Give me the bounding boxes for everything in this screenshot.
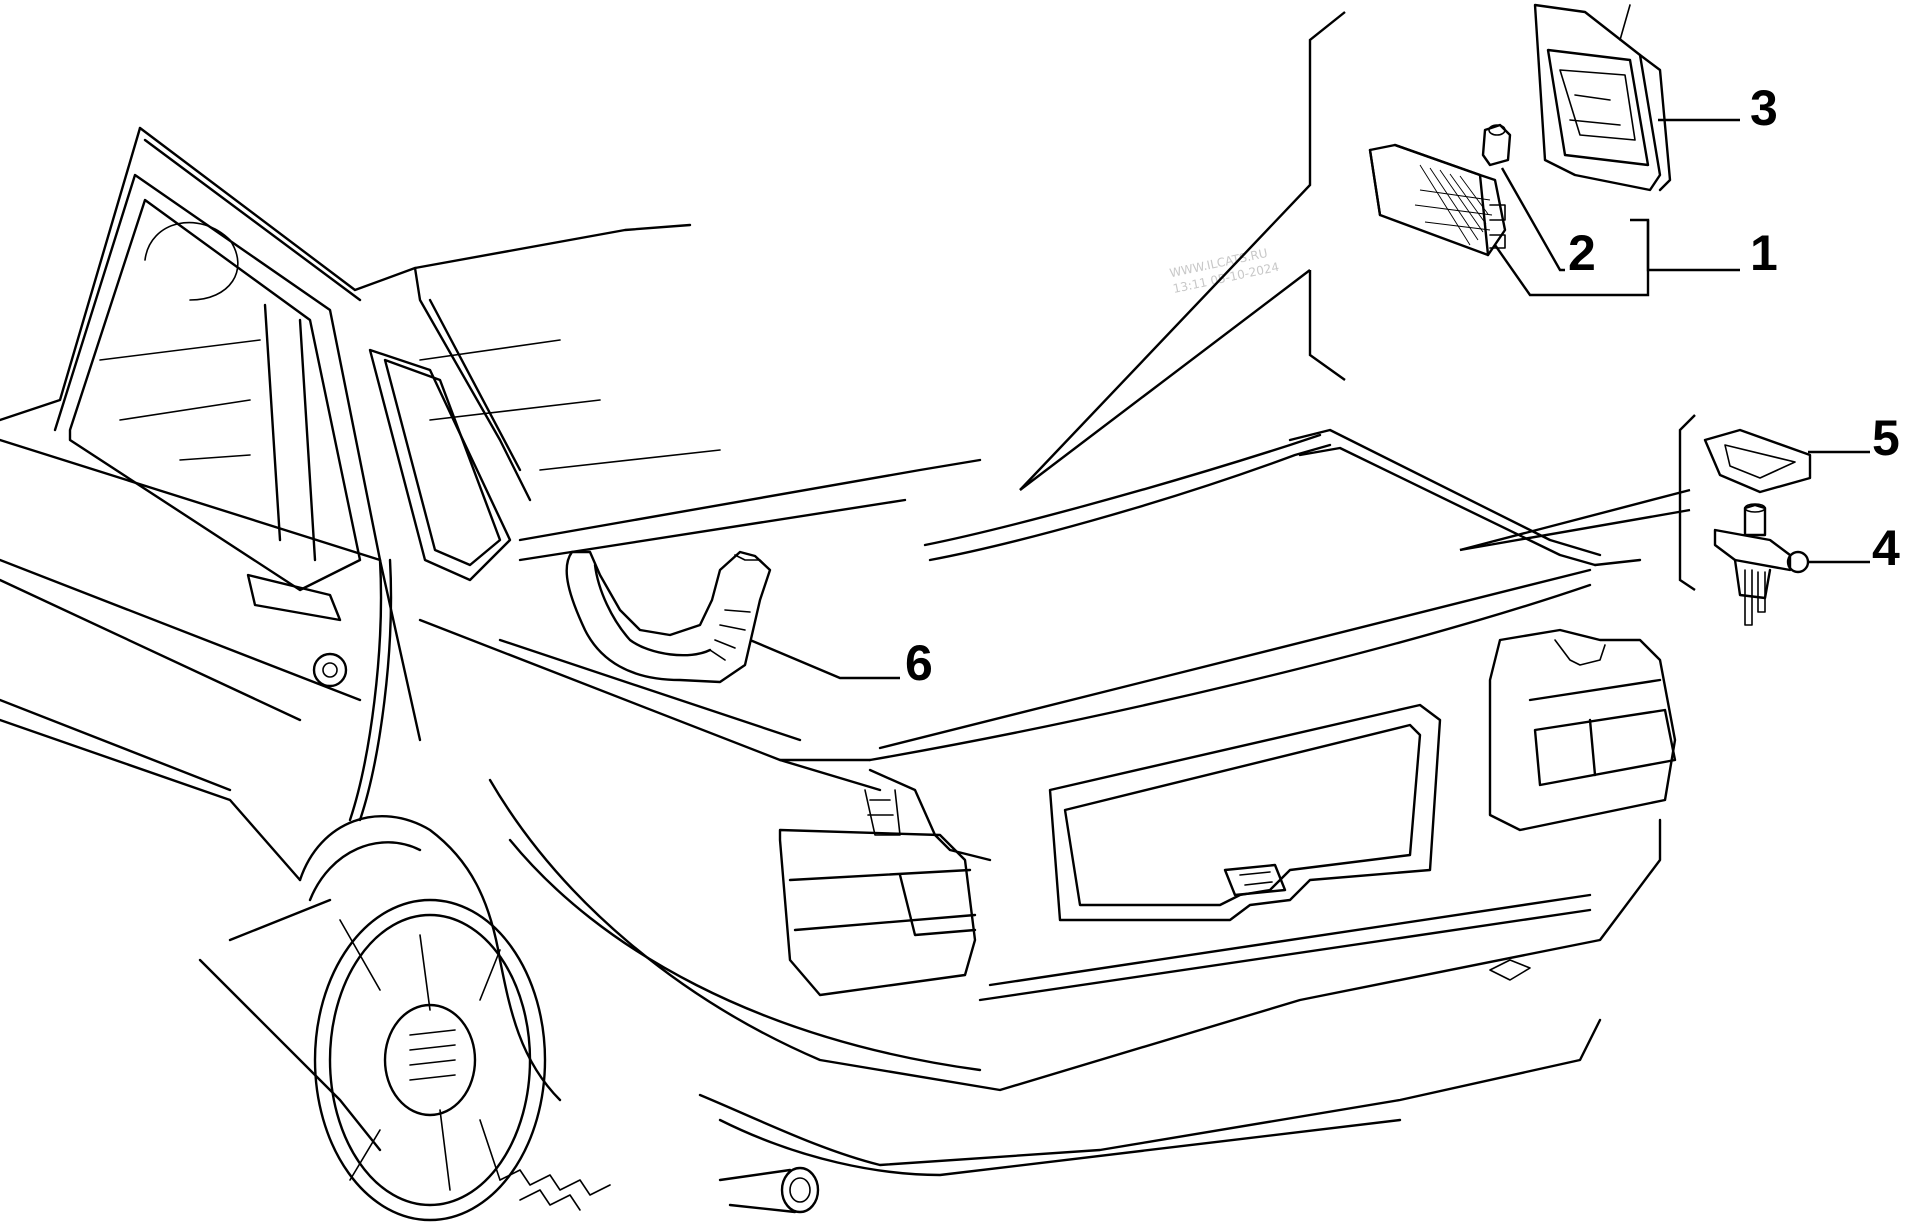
watermark: WWW.ILCATS.RU 13:11 05-10-2024: [1168, 246, 1280, 296]
part-6-seal: [565, 550, 900, 684]
rear-screen-pointer: [1019, 11, 1346, 491]
callout-3: 3: [1750, 80, 1778, 136]
car-body-drawing: [0, 126, 1677, 1222]
callout-2: 2: [1568, 225, 1596, 281]
part-1-lamp-assembly: [1368, 143, 1507, 257]
part-4-door-switch: [1713, 503, 1870, 626]
callout-4: 4: [1872, 520, 1900, 576]
callout-6: 6: [905, 635, 933, 691]
part-2-bulb: [1481, 123, 1512, 167]
callout-1: 1: [1750, 225, 1778, 281]
callout-5: 5: [1872, 410, 1900, 466]
trunk-pointer: [1459, 414, 1696, 591]
leaders-1-2-3: [1494, 118, 1740, 297]
part-5-switch-cover: [1703, 428, 1870, 494]
part-3-lamp-housing: [1533, 3, 1672, 192]
